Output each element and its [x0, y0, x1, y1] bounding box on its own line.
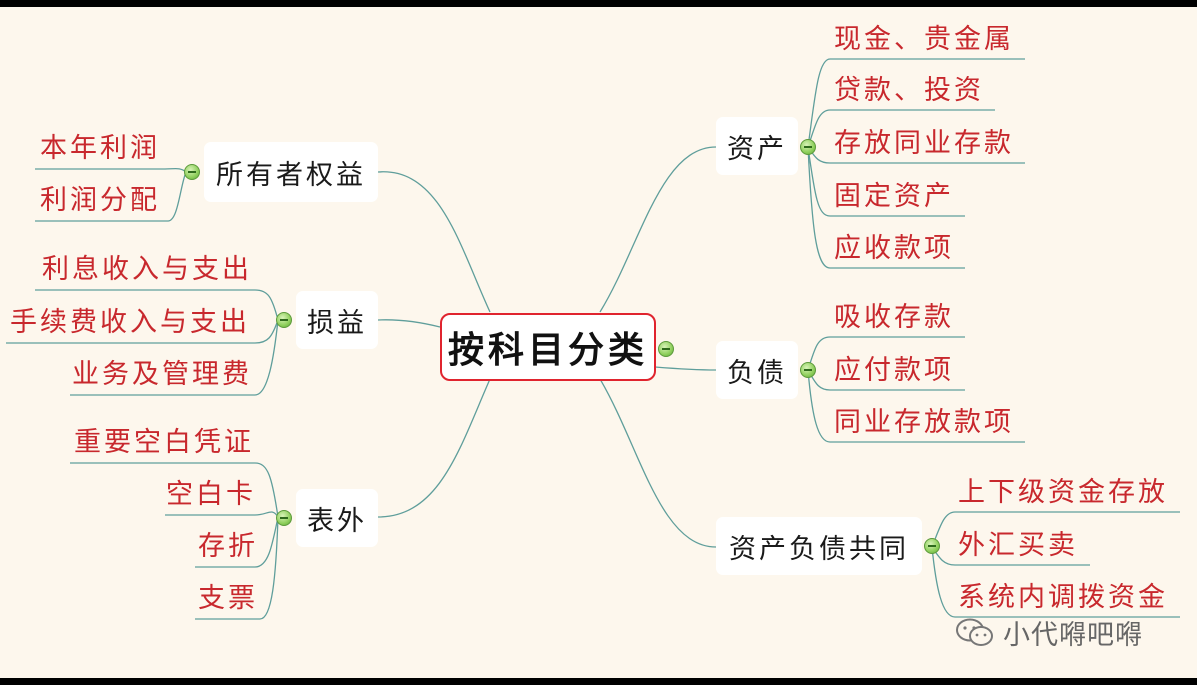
link-owners-equity-leaf-1 — [35, 167, 187, 173]
link-assets-leaf-5 — [807, 146, 965, 269]
leaf-off-balance-3[interactable]: 存折 — [198, 531, 258, 562]
leaf-assets-2[interactable]: 贷款、投资 — [834, 75, 984, 106]
link-root-profit-loss — [377, 319, 441, 328]
link-liabilities-leaf-3 — [807, 369, 1025, 443]
link-assets-leaf-4 — [807, 146, 965, 217]
off-balance-collapse-icon[interactable] — [276, 510, 292, 526]
leaf-off-balance-1[interactable]: 重要空白凭证 — [74, 427, 254, 458]
link-profit-loss-leaf-1 — [35, 289, 279, 321]
leaf-assets-4[interactable]: 固定资产 — [834, 181, 954, 212]
common-collapse-icon[interactable] — [924, 538, 940, 554]
root-collapse-icon[interactable] — [658, 341, 674, 357]
link-root-liabilities — [654, 366, 717, 371]
branch-profit-loss[interactable]: 损益 — [296, 291, 378, 349]
link-off-balance-leaf-3 — [195, 516, 279, 568]
leaf-assets-3[interactable]: 存放同业存款 — [834, 128, 1014, 159]
leaf-liabilities-1[interactable]: 吸收存款 — [834, 302, 954, 333]
leaf-common-3[interactable]: 系统内调拨资金 — [958, 582, 1168, 613]
root-node[interactable]: 按科目分类 — [440, 313, 656, 381]
link-root-off-balance — [377, 378, 491, 518]
wechat-icon — [956, 618, 993, 646]
watermark: 小代嘚吧嘚 — [955, 613, 1143, 652]
branch-owners-equity[interactable]: 所有者权益 — [204, 142, 378, 202]
link-root-assets — [599, 146, 717, 313]
link-off-balance-leaf-4 — [195, 516, 279, 620]
branch-common[interactable]: 资产负债共同 — [716, 517, 922, 575]
leaf-common-2[interactable]: 外汇买卖 — [958, 530, 1078, 561]
owners-equity-collapse-icon[interactable] — [184, 164, 200, 180]
assets-collapse-icon[interactable] — [800, 139, 816, 155]
leaf-owners-equity-1[interactable]: 本年利润 — [40, 133, 160, 164]
branch-off-balance[interactable]: 表外 — [296, 489, 378, 547]
link-root-owners-equity — [377, 171, 491, 313]
link-profit-loss-leaf-2 — [6, 319, 279, 344]
leaf-profit-loss-1[interactable]: 利息收入与支出 — [42, 254, 252, 285]
leaf-off-balance-4[interactable]: 支票 — [198, 583, 258, 614]
mindmap-canvas: 按科目分类 所有者权益 损益 表外 资产 负债 资产负债共同 本年利润 利润分配… — [0, 7, 1197, 678]
leaf-owners-equity-2[interactable]: 利润分配 — [40, 185, 160, 216]
connector-lines — [6, 58, 1180, 620]
leaf-common-1[interactable]: 上下级资金存放 — [958, 477, 1168, 508]
link-assets-leaf-1 — [807, 58, 1025, 148]
link-root-common — [599, 378, 717, 548]
leaf-assets-5[interactable]: 应收款项 — [834, 233, 954, 264]
leaf-profit-loss-2[interactable]: 手续费收入与支出 — [10, 307, 250, 338]
liabilities-collapse-icon[interactable] — [800, 362, 816, 378]
link-owners-equity-leaf-2 — [35, 171, 187, 222]
link-off-balance-leaf-1 — [70, 462, 279, 518]
leaf-assets-1[interactable]: 现金、贵金属 — [834, 24, 1014, 55]
leaf-liabilities-3[interactable]: 同业存放款项 — [834, 407, 1014, 438]
link-common-leaf-3 — [931, 546, 1180, 618]
watermark-text: 小代嘚吧嘚 — [1003, 620, 1143, 651]
leaf-liabilities-2[interactable]: 应付款项 — [834, 355, 954, 386]
leaf-profit-loss-3[interactable]: 业务及管理费 — [72, 359, 252, 390]
branch-liabilities[interactable]: 负债 — [716, 341, 798, 399]
link-off-balance-leaf-2 — [165, 511, 279, 518]
leaf-off-balance-2[interactable]: 空白卡 — [166, 479, 256, 510]
branch-assets[interactable]: 资产 — [716, 117, 798, 175]
link-profit-loss-leaf-3 — [70, 319, 279, 396]
profit-loss-collapse-icon[interactable] — [276, 312, 292, 328]
